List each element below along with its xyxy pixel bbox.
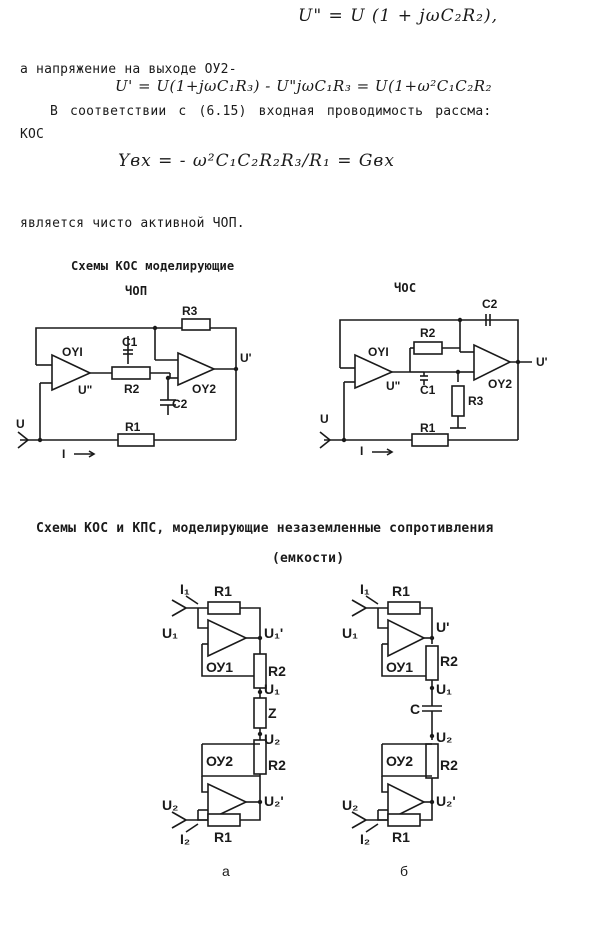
- label-r1-lower: R1: [392, 829, 410, 845]
- label-oy1: OYI: [62, 345, 83, 359]
- label-r2-lower: R2: [440, 757, 458, 773]
- text-line-3: является чисто активной ЧОП.: [20, 216, 245, 231]
- label-oy2: ОУ2: [386, 753, 413, 769]
- label-u1: U₁: [342, 625, 358, 641]
- label-z: Z: [268, 705, 277, 721]
- label-c1: C1: [420, 383, 436, 397]
- section2-subtitle: (емкости): [272, 551, 345, 566]
- label-i2: I₂: [180, 831, 190, 847]
- label-u-prime: U': [436, 619, 449, 635]
- label-c1: C1: [122, 335, 138, 349]
- formula-mid: U' = U(1+jωC₁R₃) - U"jωC₁R₃ = U(1+ω²C₁C₂…: [115, 77, 493, 95]
- label-c2: C2: [482, 297, 498, 311]
- circuit-a: I₁ R1 U₁ U₁' ОУ1 R2 U₁ Z U₂ ОУ2 R2 U₂' U…: [162, 581, 286, 879]
- label-c2: C2: [172, 397, 188, 411]
- label-u2: U₂: [342, 797, 358, 813]
- label-u1-prime: U₁': [264, 625, 283, 641]
- label-oy1: ОУ1: [386, 659, 413, 675]
- text-line-2a: В соответствии с (6.15) входная проводим…: [50, 104, 492, 119]
- label-oy1: ОУ1: [206, 659, 233, 675]
- circuit-chop: R3 C1 OYI R2 OY2 C2 R1 U' U" U I: [16, 304, 252, 461]
- label-i: I: [360, 444, 363, 458]
- caption-a: а: [222, 863, 230, 879]
- text-line-1: а напряжение на выходе ОУ2-: [20, 62, 237, 77]
- label-u2-node: U₂: [264, 731, 280, 747]
- label-r1: R1: [420, 421, 436, 435]
- label-u1: U₁: [162, 625, 178, 641]
- label-u-dbl: U": [78, 383, 92, 397]
- label-r1: R1: [214, 583, 232, 599]
- label-u2-node: U₂: [436, 729, 452, 745]
- label-oy1: OYI: [368, 345, 389, 359]
- label-u2-prime: U₂': [436, 793, 456, 809]
- label-u: U: [16, 417, 25, 431]
- caption-b: б: [400, 863, 408, 879]
- label-c: C: [410, 701, 420, 717]
- label-u-prime: U': [536, 355, 548, 369]
- label-u-dbl: U": [386, 379, 400, 393]
- label-r1: R1: [125, 420, 141, 434]
- label-oy2: OY2: [488, 377, 512, 391]
- circuit-chos: C2 R2 OYI OY2 C1 R3 R1 U' U" U I: [319, 297, 548, 458]
- label-oy2: ОУ2: [206, 753, 233, 769]
- label-r2-lower: R2: [268, 757, 286, 773]
- label-i1: I₁: [360, 581, 370, 597]
- label-r3: R3: [468, 394, 484, 408]
- label-u1-node: U₁: [264, 681, 280, 697]
- label-u-prime: U': [240, 351, 252, 365]
- label-i1: I₁: [180, 581, 190, 597]
- label-i: I: [62, 447, 65, 461]
- label-u1-node: U₁: [436, 681, 452, 697]
- label-oy2: OY2: [192, 382, 216, 396]
- formula-top: U" = U (1 + jωC₂R₂),: [298, 6, 499, 26]
- section1-subtitle: ЧОП: [125, 284, 148, 298]
- label-r1: R1: [392, 583, 410, 599]
- text-line-2b: КОС: [20, 127, 45, 142]
- label-u2: U₂: [162, 797, 178, 813]
- circuit-b: I₁ R1 U₁ U' ОУ1 R2 U₁ C U₂ ОУ2 R2 U₂' U₂…: [342, 581, 458, 879]
- label-i2: I₂: [360, 831, 370, 847]
- label-u2-prime: U₂': [264, 793, 284, 809]
- label-r2: R2: [420, 326, 436, 340]
- label-r3: R3: [182, 304, 198, 318]
- label-r2: R2: [124, 382, 140, 396]
- label-r2: R2: [268, 663, 286, 679]
- section2-title: Схемы КОС и КПС, моделирующие незаземлен…: [36, 521, 494, 536]
- label-r2: R2: [440, 653, 458, 669]
- formula-y: Yвх = - ω²C₁C₂R₂R₃/R₁ = Gвх: [118, 151, 395, 171]
- section1-title: Схемы КОС моделирующие: [71, 259, 235, 273]
- section1-right-title: ЧОС: [394, 281, 417, 295]
- label-u: U: [320, 412, 329, 426]
- label-r1-lower: R1: [214, 829, 232, 845]
